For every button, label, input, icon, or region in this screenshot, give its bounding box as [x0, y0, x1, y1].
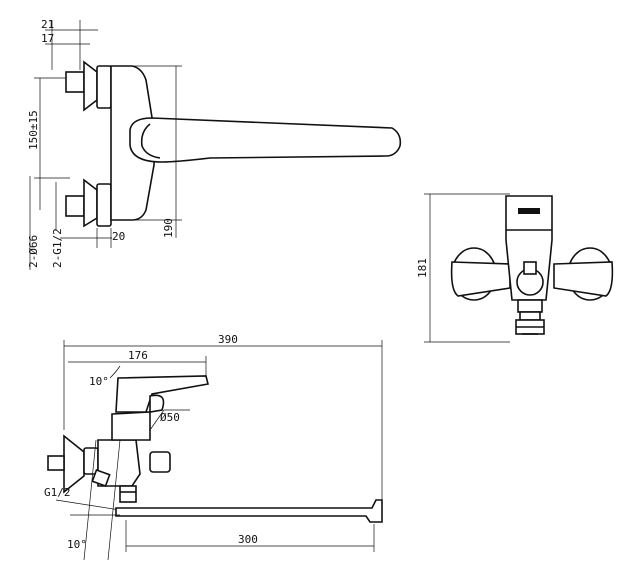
dim-150: 150±15 [27, 110, 40, 150]
dim-21: 21 [41, 18, 54, 31]
dim-g12: G1/2 [44, 486, 71, 499]
dim-176: 176 [128, 349, 148, 362]
dim-390: 390 [218, 333, 238, 346]
side-view: 390 176 10° Ø50 G1/2 [44, 333, 383, 561]
dim-17: 17 [41, 32, 54, 45]
dim-2g12: 2-G1/2 [51, 228, 64, 268]
dim-2phi66: 2-Ø66 [27, 235, 40, 268]
top-view: 21 17 150±15 190 2-Ø66 2-G1/2 20 [27, 18, 402, 270]
front-view: 181 [416, 193, 614, 343]
dim-181: 181 [416, 258, 429, 278]
dim-190: 190 [162, 218, 175, 238]
dim-300: 300 [238, 533, 258, 546]
angle-top: 10° [89, 375, 109, 388]
dim-20: 20 [112, 230, 125, 243]
dim-phi50: Ø50 [160, 411, 180, 424]
angle-bottom: 10° [67, 538, 87, 551]
